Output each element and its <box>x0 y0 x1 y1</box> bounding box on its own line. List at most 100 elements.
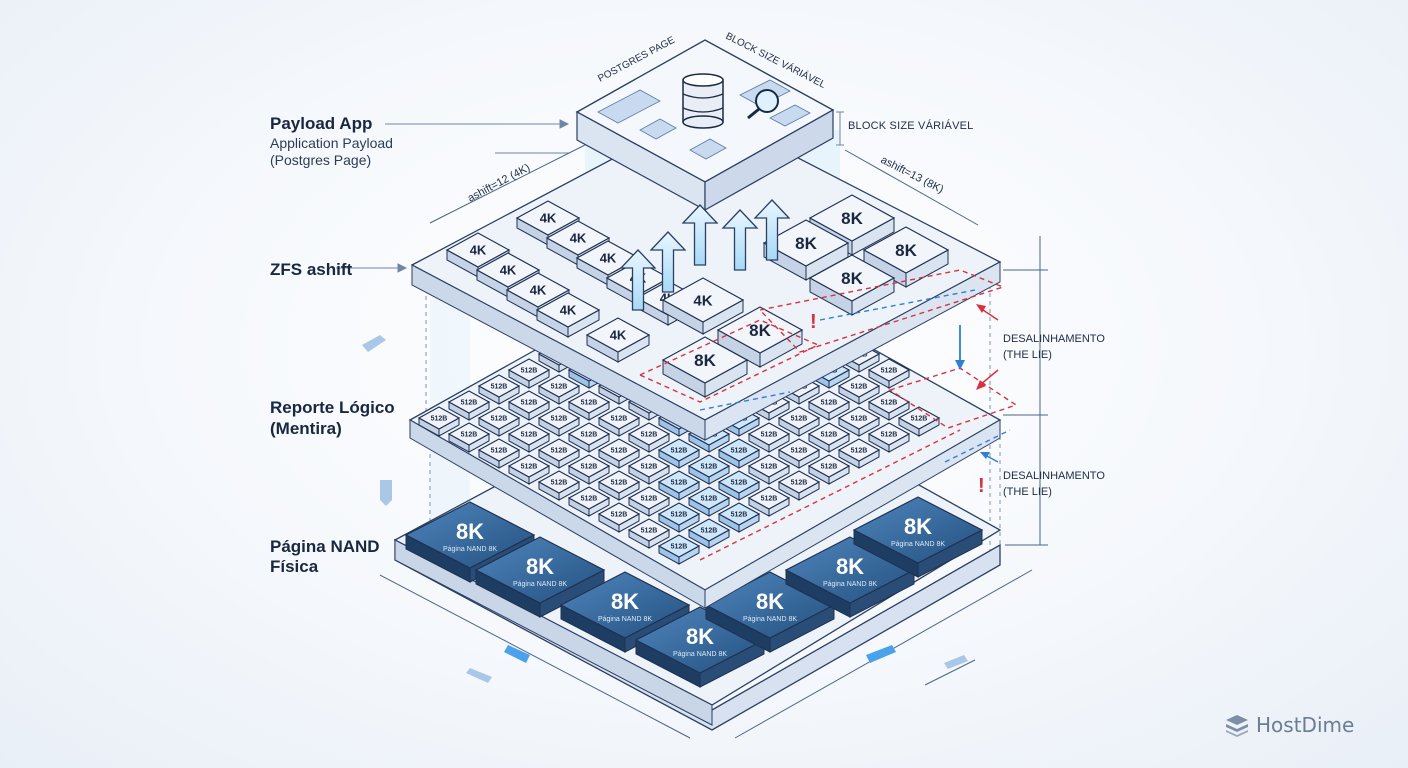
logical-tile: 512B <box>867 422 911 453</box>
block-8k-5-label: 8K <box>694 351 716 370</box>
nand-chip-sub: Página NAND 8K <box>743 616 797 623</box>
block-4k-large: 4K <box>661 277 745 335</box>
logical-tile-label: 512B <box>821 399 838 406</box>
logical-tile-label: 512B <box>581 495 598 502</box>
logical-tile-label: 512B <box>491 383 508 390</box>
up-arrow-1 <box>649 231 687 293</box>
pagina-nand-label: Página NAND <box>270 537 380 556</box>
block-4k-5-label: 4K <box>530 283 547 298</box>
fisica-label: Física <box>270 557 319 576</box>
up-arrow-3 <box>721 209 759 271</box>
logical-tile-label: 512B <box>701 527 718 534</box>
svg-text:!: ! <box>978 475 985 497</box>
logical-tile: 512B <box>627 422 671 453</box>
nand-chip-sub: Página NAND 8K <box>673 651 727 658</box>
logical-tile: 512B <box>537 374 581 405</box>
logical-tile-label: 512B <box>551 415 568 422</box>
logical-tile: 512B <box>477 406 521 437</box>
logical-tile-label: 512B <box>551 383 568 390</box>
block-4k-3-label: 4K <box>470 243 487 258</box>
block-8k-1-label: 8K <box>795 234 817 253</box>
logical-tile-label: 512B <box>491 447 508 454</box>
logical-tile: 512B <box>537 406 581 437</box>
logical-tile: 512B <box>537 438 581 469</box>
logical-tile: 512B <box>477 374 521 405</box>
nand-chip-label: 8K <box>526 554 554 579</box>
logical-tile: 512B <box>717 502 761 533</box>
logical-tile: 512B <box>777 470 821 501</box>
logical-tile-label: 512B <box>911 415 928 422</box>
logical-tile-label: 512B <box>581 463 598 470</box>
block-4k-6-label: 4K <box>560 303 577 318</box>
nand-chip-sub: Página NAND 8K <box>513 581 567 588</box>
block-8k-5: 8K <box>661 336 749 398</box>
logical-tile-label: 512B <box>761 431 778 438</box>
logical-tile-label: 512B <box>851 447 868 454</box>
logical-tile: 512B <box>777 406 821 437</box>
logical-tile: 512B <box>837 374 881 405</box>
logical-tile: 512B <box>747 454 791 485</box>
block-8k-2-label: 8K <box>895 241 917 260</box>
logical-tile-label: 512B <box>881 431 898 438</box>
block-4k-2-label: 4K <box>600 251 617 266</box>
nand-chip-sub: Página NAND 8K <box>823 581 877 588</box>
logical-tile: 512B <box>507 390 551 421</box>
misalignment-note-2-sub: (THE LIE) <box>1003 486 1052 498</box>
logical-tile-label: 512B <box>791 415 808 422</box>
zfs-ashift-label: ZFS ashift <box>270 260 353 279</box>
logical-tile: 512B <box>567 422 611 453</box>
label-connectors <box>336 111 844 273</box>
logical-tile-label: 512B <box>521 431 538 438</box>
logical-tile-label: 512B <box>521 367 538 374</box>
logical-tile-label: 512B <box>581 431 598 438</box>
nand-chip-label: 8K <box>836 554 864 579</box>
logical-tile: 512B <box>507 358 551 389</box>
logical-tile-label: 512B <box>791 447 808 454</box>
nand-chip-label: 8K <box>756 589 784 614</box>
misalignment-note-1-sub: (THE LIE) <box>1003 349 1052 361</box>
logical-tile: 512B <box>597 502 641 533</box>
reporte-logico-label: Reporte Lógico <box>270 398 395 417</box>
misalignment-outline <box>638 269 1018 561</box>
logical-tile: 512B <box>597 406 641 437</box>
nand-chip-label: 8K <box>904 514 932 539</box>
logical-tile-label: 512B <box>461 399 478 406</box>
logical-tile-label: 512B <box>671 543 688 550</box>
logical-tile-label: 512B <box>611 415 628 422</box>
logical-tile-label: 512B <box>821 431 838 438</box>
logical-tile-label: 512B <box>761 463 778 470</box>
logical-tile: 512B <box>897 406 941 437</box>
misalignment-note-1: DESALINHAMENTO (THE LIE) <box>1003 331 1105 363</box>
logical-tile-label: 512B <box>791 479 808 486</box>
logical-tile: 512B <box>627 518 671 549</box>
misalignment-note-1-title: DESALINHAMENTO <box>1003 333 1105 345</box>
logical-tile: 512B <box>837 406 881 437</box>
logical-tile-label: 512B <box>881 399 898 406</box>
database-icon <box>682 73 724 129</box>
block-4k-9: 4K <box>585 317 651 363</box>
logical-tile: 512B <box>747 486 791 517</box>
up-arrow-2 <box>681 204 719 266</box>
logical-tile: 512B <box>657 502 701 533</box>
block-4k-6: 4K <box>535 292 601 338</box>
block-8k-2: 8K <box>862 226 950 288</box>
block-8k-4-label: 8K <box>749 321 771 340</box>
nand-chip-sub: Página NAND 8K <box>598 616 652 623</box>
logical-tile: 512B <box>597 470 641 501</box>
logical-tile: 512B <box>657 534 701 565</box>
logical-tile-label: 512B <box>551 479 568 486</box>
logical-tile: 512B <box>807 422 851 453</box>
logical-tile-label: 512B <box>731 479 748 486</box>
logical-tile: 512B <box>867 358 911 389</box>
logical-tile: 512B <box>447 422 491 453</box>
logical-tile: 512B <box>747 422 791 453</box>
block-4k-4-label: 4K <box>500 263 517 278</box>
postgres-page-box <box>575 39 835 212</box>
logical-tile-label: 512B <box>461 431 478 438</box>
logical-tile-label: 512B <box>521 399 538 406</box>
nand-chip-label: 8K <box>686 624 714 649</box>
logical-tile-label: 512B <box>821 463 838 470</box>
block-8k-4: 8K <box>716 306 804 368</box>
logical-tile-label: 512B <box>671 447 688 454</box>
